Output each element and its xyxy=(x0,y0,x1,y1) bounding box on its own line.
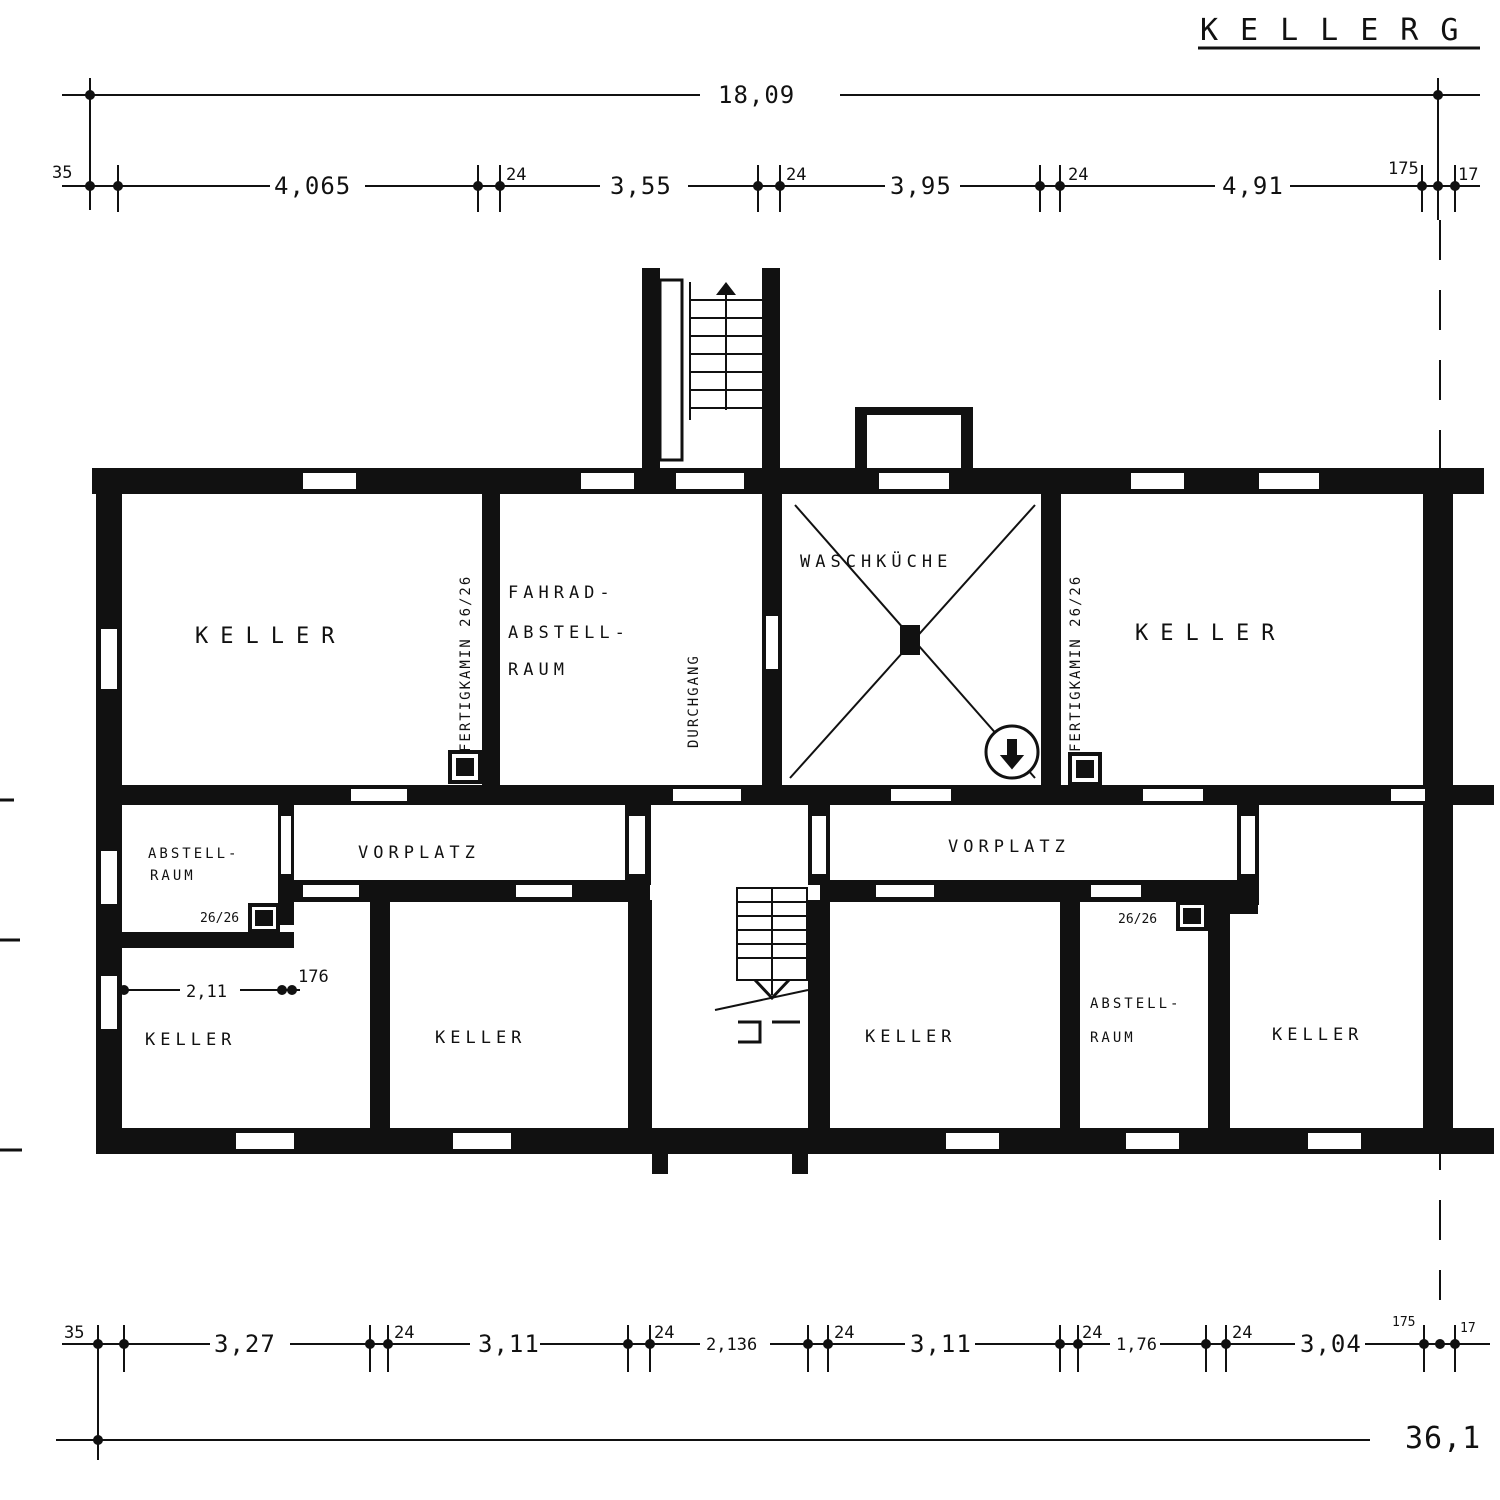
room-keller-se2: KELLER xyxy=(1272,1025,1363,1045)
waschkueche-projection xyxy=(855,407,973,472)
bottom-seg-6: 24 xyxy=(834,1323,854,1343)
room-abstellraum-e-2: RAUM xyxy=(1090,1030,1136,1046)
top-total-dimension xyxy=(62,78,1480,220)
window-s2 xyxy=(451,1131,513,1151)
chimney-se xyxy=(1176,901,1208,931)
north-staircase xyxy=(642,268,780,478)
top-seg-8: 175 xyxy=(1388,159,1419,179)
room-keller-sw1: KELLER xyxy=(145,1030,236,1050)
bottom-segment-dimension xyxy=(62,1325,1490,1460)
window-stair xyxy=(674,471,746,491)
inner-dim-small-label: 176 xyxy=(298,967,329,987)
room-keller-sw2: KELLER xyxy=(435,1028,526,1048)
bottom-seg-4: 24 xyxy=(654,1323,674,1343)
room-vorplatz-e: VORPLATZ xyxy=(948,837,1070,857)
central-staircase xyxy=(714,887,809,1044)
bottom-seg-13: 17 xyxy=(1460,1321,1476,1336)
bottom-seg-7: 3,11 xyxy=(910,1330,972,1358)
window-west-3 xyxy=(99,974,119,1031)
top-seg-0: 35 xyxy=(52,163,72,183)
chimney-e xyxy=(1068,752,1102,786)
bottom-seg-5: 2,136 xyxy=(706,1335,757,1355)
chimney-sw xyxy=(248,903,280,933)
bottom-seg-10: 24 xyxy=(1232,1323,1252,1343)
bottom-total-dimension xyxy=(56,1435,1370,1445)
bottom-total-label: 36,1 xyxy=(1405,1421,1481,1456)
top-seg-5: 3,95 xyxy=(890,172,952,200)
window-wk xyxy=(877,471,951,491)
bottom-seg-8: 24 xyxy=(1082,1323,1102,1343)
door-openings xyxy=(279,787,1257,899)
stair-arrow-up-icon xyxy=(716,282,736,295)
bottom-seg-2: 24 xyxy=(394,1323,414,1343)
room-abstellraum-w-1: ABSTELL- xyxy=(148,846,239,862)
room-abstellraum-w-2: RAUM xyxy=(150,868,196,884)
bottom-seg-11: 3,04 xyxy=(1300,1330,1362,1358)
window-nw xyxy=(301,471,358,491)
top-segment-dimension xyxy=(62,165,1480,212)
chimney-size-w: 26/26 xyxy=(200,911,239,926)
window-ne1 xyxy=(1129,471,1186,491)
room-abstellraum-e-1: ABSTELL- xyxy=(1090,996,1181,1012)
bottom-seg-0: 35 xyxy=(64,1323,84,1343)
room-vorplatz-w: VORPLATZ xyxy=(358,843,480,863)
top-seg-9: 17 xyxy=(1458,165,1478,185)
room-keller-ne: KELLER xyxy=(1135,621,1286,646)
window-ne2 xyxy=(1257,471,1321,491)
bottom-seg-9: 1,76 xyxy=(1116,1335,1157,1355)
room-keller-se1: KELLER xyxy=(865,1027,956,1047)
drain-arrow-icon xyxy=(999,739,1025,770)
bottom-seg-1: 3,27 xyxy=(214,1330,276,1358)
window-e xyxy=(1389,787,1427,803)
room-keller-nw: KELLER xyxy=(195,624,346,649)
window-n2 xyxy=(579,471,636,491)
bottom-seg-12: 175 xyxy=(1392,1315,1415,1330)
window-s3 xyxy=(944,1131,1001,1151)
room-durchgang: DURCHGANG xyxy=(686,654,702,748)
door-wk xyxy=(764,614,780,671)
room-fahrrad-1: FAHRAD- xyxy=(508,583,615,603)
bottom-seg-3: 3,11 xyxy=(478,1330,540,1358)
inner-dimension xyxy=(119,985,300,995)
window-s1 xyxy=(234,1131,296,1151)
window-west-2 xyxy=(99,849,119,906)
top-seg-4: 24 xyxy=(786,165,806,185)
window-west-1 xyxy=(99,627,119,691)
window-openings xyxy=(99,471,1427,1151)
chimney-label-e: FERTIGKAMIN 26/26 xyxy=(1068,575,1084,752)
top-seg-7: 4,91 xyxy=(1222,172,1284,200)
top-total-label: 18,09 xyxy=(718,81,795,109)
window-s4 xyxy=(1124,1131,1181,1151)
left-margin-ticks xyxy=(0,798,22,1152)
top-seg-2: 24 xyxy=(506,165,526,185)
outer-walls xyxy=(92,468,1494,1174)
room-waschkueche: WASCHKÜCHE xyxy=(800,550,952,572)
window-s5 xyxy=(1306,1131,1363,1151)
room-fahrrad-2: ABSTELL- xyxy=(508,623,630,643)
chimney-w xyxy=(448,750,482,784)
chimney-size-e: 26/26 xyxy=(1118,912,1157,927)
plan-title: KELLERG xyxy=(1200,13,1480,48)
top-seg-1: 4,065 xyxy=(274,172,351,200)
room-fahrrad-3: RAUM xyxy=(508,660,569,680)
top-seg-3: 3,55 xyxy=(610,172,672,200)
chimney-label-w: FERTIGKAMIN 26/26 xyxy=(458,575,474,752)
top-seg-6: 24 xyxy=(1068,165,1088,185)
inner-dim-label: 2,11 xyxy=(186,982,227,1002)
waschkueche-drain xyxy=(789,504,1040,780)
